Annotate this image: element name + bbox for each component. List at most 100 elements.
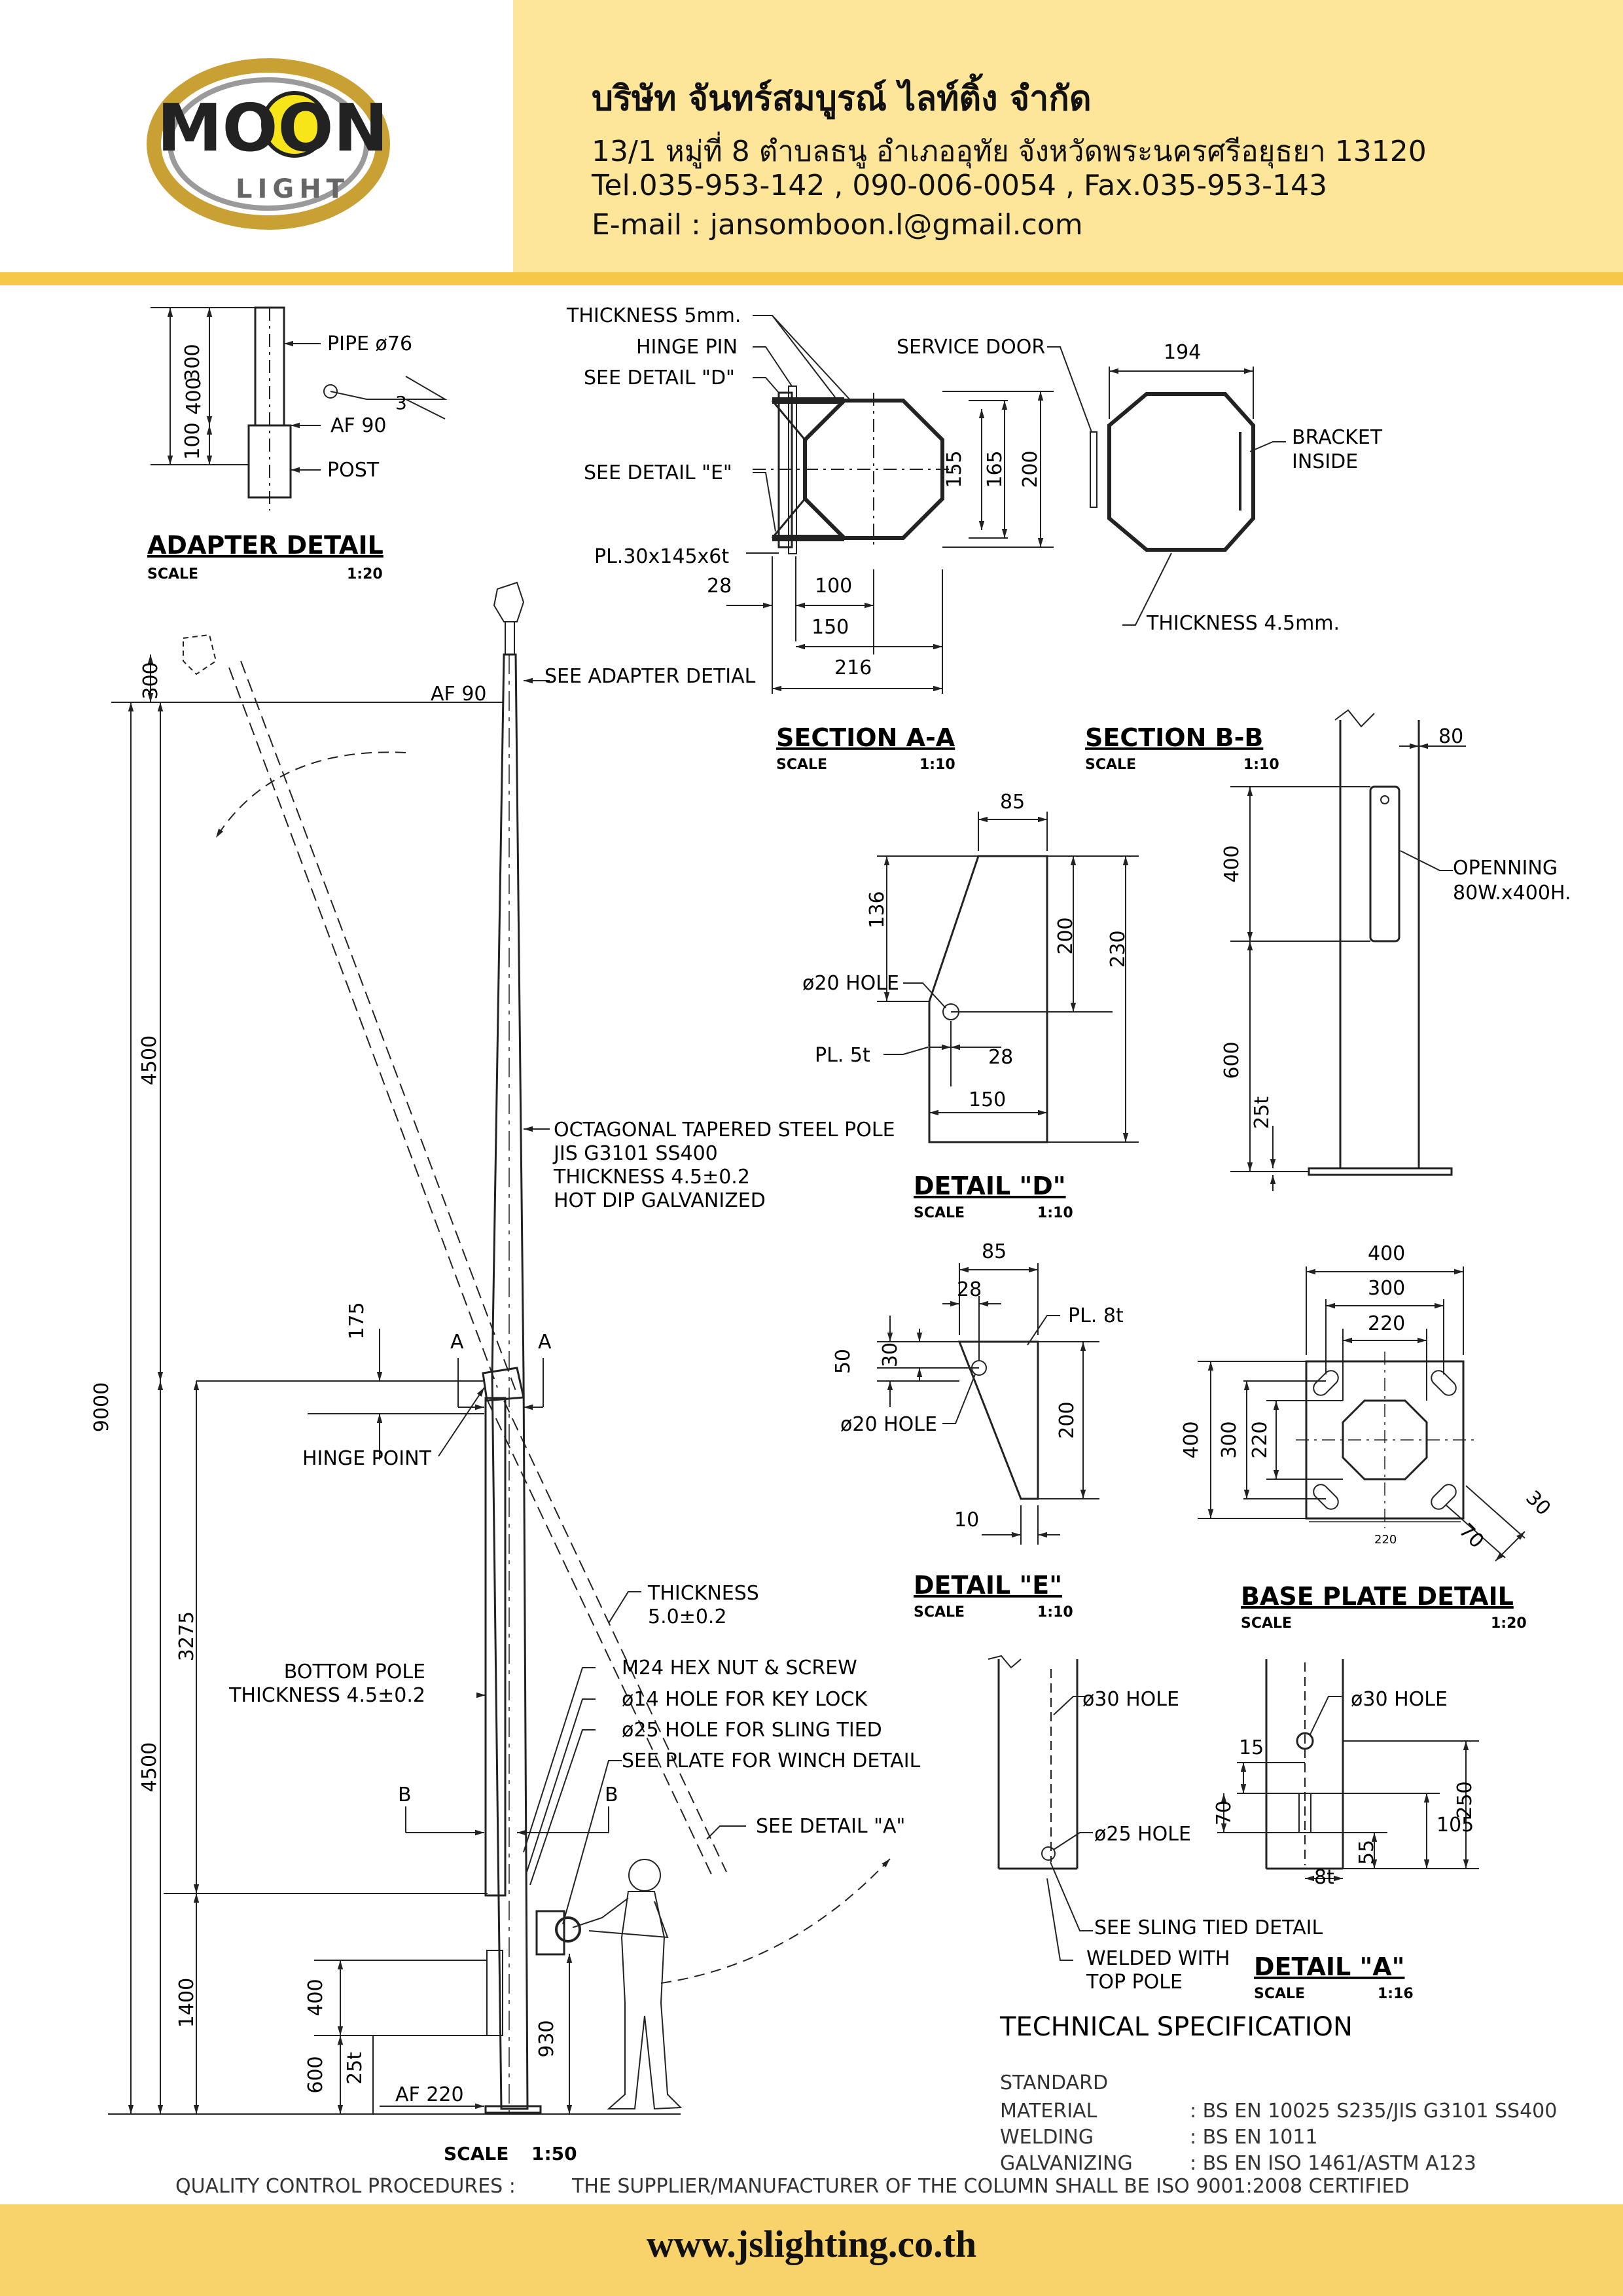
header: MOON LIGHT บริษัท จันทร์สมบูรณ์ ไลท์ติ้ง… xyxy=(0,0,1623,285)
qc-text: THE SUPPLIER/MANUFACTURER OF THE COLUMN … xyxy=(571,2175,1410,2198)
door-dim-25t: 25t xyxy=(1251,1096,1274,1129)
section-aa-octagon xyxy=(803,399,944,540)
adapter-post xyxy=(247,424,292,499)
tech-spec-row-label: WELDING xyxy=(1000,2126,1094,2149)
door-dim-600: 600 xyxy=(1221,1041,1243,1079)
adapter-pipe-label: PIPE ø76 xyxy=(327,332,412,355)
pole-total-height: 9000 xyxy=(90,1382,113,1432)
operator-figure xyxy=(572,1859,683,2110)
detail-a-dim-70: 70 xyxy=(1213,1801,1236,1825)
detail-e-plate xyxy=(957,1340,1039,1500)
qc-label: QUALITY CONTROL PROCEDURES : xyxy=(175,2175,516,2198)
pole-hinge-offset: 175 xyxy=(346,1302,368,1339)
pole-af-top: AF 90 xyxy=(431,683,487,706)
section-aa-plate: PL.30x145x6t xyxy=(594,545,729,568)
adapter-post-label: POST xyxy=(327,459,380,482)
section-bb-scale-value: 1:10 xyxy=(1243,757,1279,773)
detail-e-dim-200: 200 xyxy=(1056,1401,1079,1439)
tech-spec-title: TECHNICAL SPECIFICATION xyxy=(999,2012,1353,2042)
pole-lower-section: 4500 xyxy=(138,1742,161,1792)
door-opening-size: 80W.x400H. xyxy=(1453,882,1571,905)
detail-e-title: DETAIL "E" xyxy=(914,1571,1062,1600)
detail-d-drawing xyxy=(877,812,1139,1143)
website-link[interactable]: www.jslighting.co.th xyxy=(646,2223,977,2265)
service-door xyxy=(1090,431,1097,508)
detail-a-hole30-left: ø30 HOLE xyxy=(1082,1688,1179,1711)
detail-d-title: DETAIL "D" xyxy=(914,1172,1066,1200)
logo-inner-ring xyxy=(168,77,369,211)
logo-bulb xyxy=(261,91,328,158)
dim-165: 165 xyxy=(984,450,1007,488)
adapter-scale-value: 1:20 xyxy=(347,566,383,583)
detail-a-title: DETAIL "A" xyxy=(1254,1952,1404,1981)
technical-specification: TECHNICAL SPECIFICATION STANDARD MATERIA… xyxy=(175,2012,1557,2198)
adapter-af-label: AF 90 xyxy=(330,414,387,437)
detail-a-dim-250: 250 xyxy=(1454,1781,1476,1818)
callout-winch-detail: SEE PLATE FOR WINCH DETAIL xyxy=(622,1749,921,1772)
anchor-slot xyxy=(1431,1370,1457,1396)
section-bb-scale-label: SCALE xyxy=(1085,757,1136,773)
tech-spec-standard: STANDARD xyxy=(1000,2072,1108,2094)
pole-upper-section: 4500 xyxy=(138,1035,161,1085)
detail-d-plate xyxy=(928,855,1048,1143)
tech-spec-row-value: : BS EN 1011 xyxy=(1190,2126,1318,2149)
base-plate-side xyxy=(484,2105,542,2114)
detail-a-scale-value: 1:16 xyxy=(1378,1986,1414,2002)
base-plate-scale-label: SCALE xyxy=(1241,1615,1292,1632)
base-dim-400: 400 xyxy=(1368,1242,1405,1265)
pole-spec-2: JIS G3101 SS400 xyxy=(552,1142,718,1165)
footer-band xyxy=(0,2204,1623,2296)
company-logo: MOON LIGHT xyxy=(147,58,390,230)
pole-adapter xyxy=(505,621,515,655)
bracket-label-1: BRACKET xyxy=(1292,426,1383,449)
tech-spec-row-value: : BS EN 10025 S235/JIS G3101 SS400 xyxy=(1190,2100,1557,2123)
section-aa-drawing xyxy=(726,315,1054,694)
pole-base-section: 1400 xyxy=(175,1978,198,2028)
header-divider xyxy=(0,272,1623,285)
section-aa-hinge-pin: HINGE PIN xyxy=(636,336,738,359)
service-door-opening xyxy=(486,1950,503,2036)
detail-a-hole30-right: ø30 HOLE xyxy=(1351,1688,1448,1711)
luminaire-upright xyxy=(493,581,525,622)
pole-scale-value: 1:50 xyxy=(531,2143,577,2164)
company-name: บริษัท จันทร์สมบูรณ์ ไลท์ติ้ง จำกัด xyxy=(592,79,1092,118)
winch-box xyxy=(535,1910,565,1956)
dim-216: 216 xyxy=(834,656,872,679)
header-band xyxy=(513,0,1623,272)
door-opening xyxy=(1369,785,1400,942)
detail-a-drawing xyxy=(988,1655,1479,1961)
pole-spec-4: HOT DIP GALVANIZED xyxy=(554,1189,766,1212)
logo-text: MOON xyxy=(157,90,388,166)
detail-a-hole25-label: ø25 HOLE xyxy=(1094,1823,1191,1846)
door-detail-base xyxy=(1308,1167,1453,1176)
main-pole-drawing xyxy=(108,581,891,2115)
pole-thickness-label: THICKNESS xyxy=(647,1582,759,1605)
tech-spec-row-label: GALVANIZING xyxy=(1000,2152,1133,2175)
detail-d-plate-label: PL. 5t xyxy=(815,1044,870,1067)
pole-spec-1: OCTAGONAL TAPERED STEEL POLE xyxy=(554,1119,895,1141)
base-plate-scale-value: 1:20 xyxy=(1491,1615,1527,1632)
base-dim-220: 220 xyxy=(1368,1312,1405,1335)
pole-hinge-label: HINGE POINT xyxy=(302,1447,432,1470)
anchor-slot xyxy=(1313,1484,1339,1510)
section-aa-thickness: THICKNESS 5mm. xyxy=(566,304,741,327)
adapter-detail-title: ADAPTER DETAIL xyxy=(147,531,383,560)
detail-a-dim-55: 55 xyxy=(1355,1840,1378,1865)
section-bb-drawing xyxy=(1047,346,1286,626)
tech-spec-row-value: : BS EN ISO 1461/ASTM A123 xyxy=(1190,2152,1476,2175)
detail-e-dim-30: 30 xyxy=(879,1342,902,1367)
section-marker-a-right: A xyxy=(538,1331,552,1354)
dim-200: 200 xyxy=(1019,450,1042,488)
pole-door-height: 400 xyxy=(304,1979,327,2016)
base-dim-300-v: 300 xyxy=(1218,1421,1241,1458)
pole-winch-height: 930 xyxy=(535,2020,558,2057)
section-bb-width: 194 xyxy=(1164,341,1201,364)
pole-af-bottom: AF 220 xyxy=(395,2083,464,2106)
detail-a-hole-30 xyxy=(1296,1732,1314,1750)
adapter-detail xyxy=(151,306,448,511)
door-detail-drawing xyxy=(1230,709,1466,1191)
detail-a-see-sling: SEE SLING TIED DETAIL xyxy=(1094,1916,1323,1939)
base-dim-400-v: 400 xyxy=(1180,1421,1203,1458)
detail-d-dim-136: 136 xyxy=(866,891,889,928)
dim-150: 150 xyxy=(812,616,849,639)
